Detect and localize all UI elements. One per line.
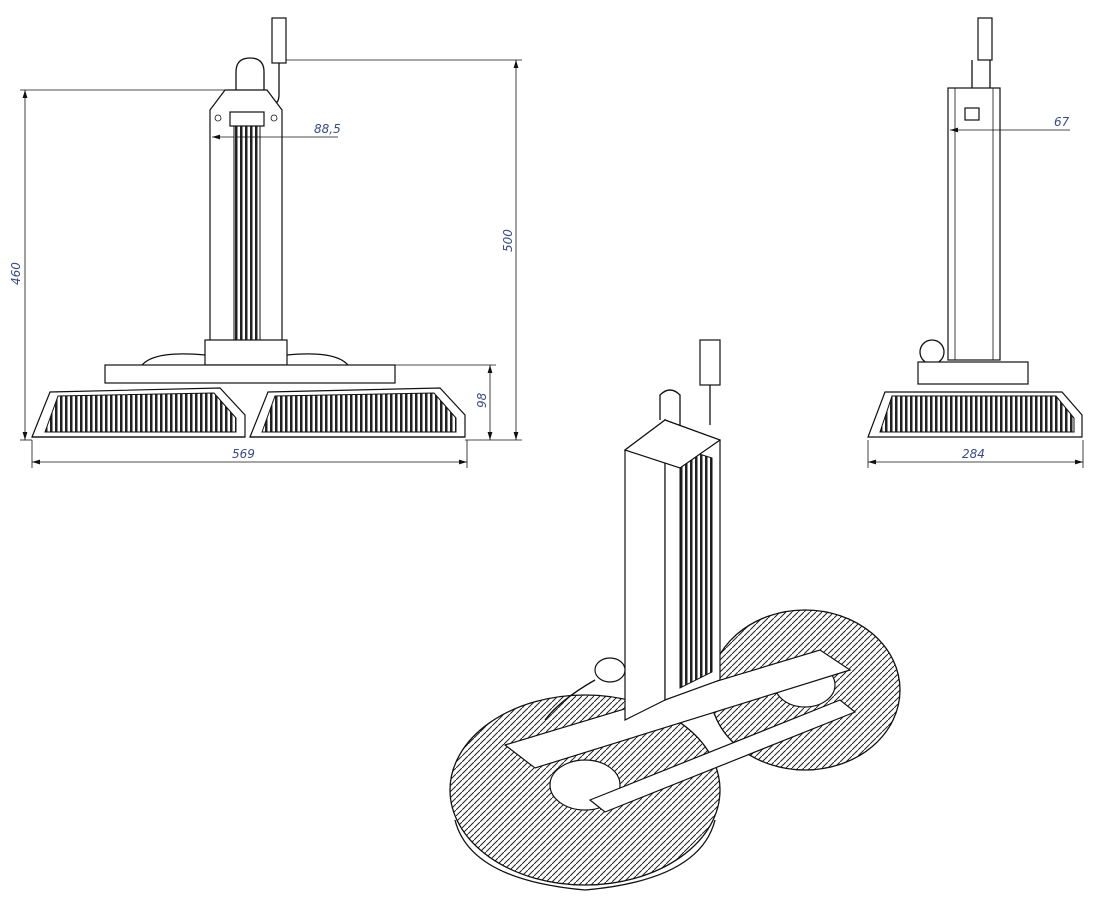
isometric-view xyxy=(449,339,901,891)
mount-bracket xyxy=(104,339,396,384)
heatsink-right xyxy=(249,387,466,438)
dim-total-height: 500 xyxy=(501,229,515,252)
dim-total-width: 569 xyxy=(232,447,255,461)
connector xyxy=(699,339,721,386)
driver-column xyxy=(947,87,1001,361)
dim-total-depth: 284 xyxy=(962,447,985,461)
driver-column xyxy=(623,339,722,721)
dim-column-depth: 67 xyxy=(1054,115,1070,129)
driver-column xyxy=(209,89,283,346)
front-view: 88,5 460 500 98 569 xyxy=(9,17,522,468)
connector xyxy=(235,17,287,106)
dim-column-width: 88,5 xyxy=(314,122,341,136)
dim-body-height: 460 xyxy=(9,262,23,285)
heatsink-left xyxy=(31,387,246,438)
connector xyxy=(977,17,993,61)
side-view: 67 284 xyxy=(867,17,1084,468)
dim-heatsink-height: 98 xyxy=(475,392,489,408)
cable-gland xyxy=(594,657,626,683)
